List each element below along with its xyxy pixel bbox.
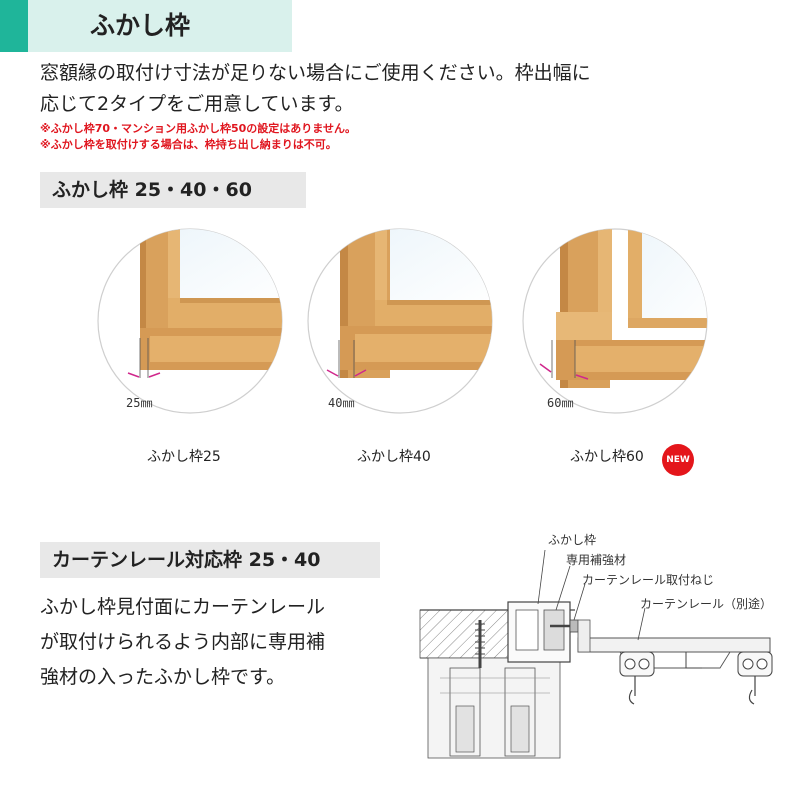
label-rail-screw: カーテンレール取付ねじ: [582, 573, 715, 587]
notes: ※ふかし枠70・マンション用ふかし枠50の設定はありません。 ※ふかし枠を取付け…: [40, 121, 356, 153]
frame-detail-illustrations: [97, 228, 708, 414]
intro-line-2: 応じて2タイプをご用意しています。: [40, 93, 354, 115]
dimension-label-60: 60㎜: [547, 396, 574, 410]
intro-text: 窓額縁の取付け寸法が足りない場合にご使用ください。枠出幅に 応じて2タイプをご用…: [40, 58, 780, 120]
section1-title: ふかし枠 25・40・60: [40, 172, 306, 208]
section2-title: カーテンレール対応枠 25・40: [40, 542, 380, 578]
new-badge: NEW: [662, 444, 694, 476]
page-title: ふかし枠: [28, 0, 292, 52]
intro-line-1: 窓額縁の取付け寸法が足りない場合にご使用ください。枠出幅に: [40, 62, 591, 84]
section2-title-text: カーテンレール対応枠 25・40: [52, 549, 321, 571]
label-curtain-rail: カーテンレール（別途）: [640, 597, 773, 611]
dimension-label-40: 40㎜: [328, 396, 355, 410]
note-1: ※ふかし枠70・マンション用ふかし枠50の設定はありません。: [40, 122, 356, 135]
desc-line-2: が取付けられるよう内部に専用補: [40, 631, 326, 653]
rail-runner-left: [619, 651, 655, 705]
frame-detail-25: [97, 228, 283, 414]
caption-25: ふかし枠25: [147, 449, 221, 465]
curtain-rail-diagram: [419, 549, 773, 759]
note-2: ※ふかし枠を取付けする場合は、枠持ち出し納まりは不可。: [40, 138, 337, 151]
label-reinforcement: 専用補強材: [566, 553, 627, 567]
label-fukashi-frame: ふかし枠: [548, 533, 597, 547]
section1-title-text: ふかし枠 25・40・60: [52, 179, 252, 201]
page-title-text: ふかし枠: [90, 11, 191, 40]
section2-description: ふかし枠見付面にカーテンレール が取付けられるよう内部に専用補 強材の入ったふか…: [40, 590, 410, 695]
caption-40: ふかし枠40: [357, 449, 431, 465]
desc-line-1: ふかし枠見付面にカーテンレール: [40, 596, 326, 618]
desc-line-3: 強材の入ったふかし枠です。: [40, 666, 286, 688]
accent-bar: [0, 0, 28, 52]
frame-detail-40: [307, 228, 493, 414]
caption-60: ふかし枠60: [570, 449, 644, 465]
dimension-label-25: 25㎜: [126, 396, 153, 410]
frame-detail-60: [522, 228, 708, 414]
rail-runner-right: [737, 651, 773, 705]
